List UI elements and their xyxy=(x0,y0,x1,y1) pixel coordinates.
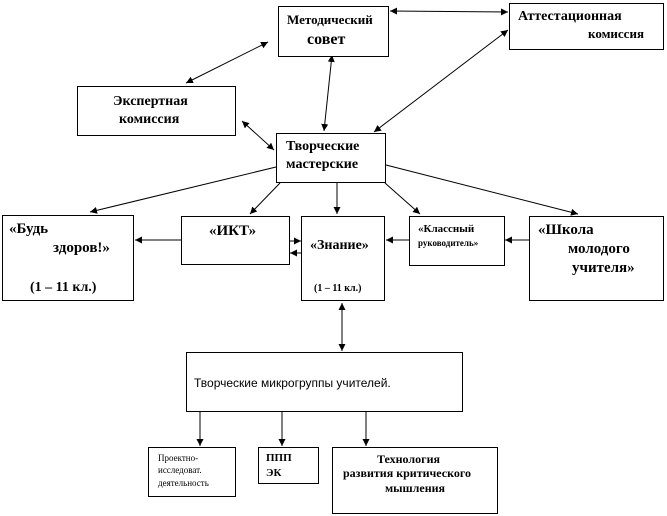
link-masterskie-klassny xyxy=(384,182,421,215)
link-masterskie-bud-zdorov xyxy=(89,166,277,214)
link-sovet-ekspertnaya xyxy=(185,41,269,84)
node-metodicheskiy-sovet xyxy=(278,6,389,57)
node-tekhnologiya-line3: мышления xyxy=(385,481,446,495)
node-tekhnologiya-line1: Технология xyxy=(377,452,440,466)
node-ppp-line2: ЭК xyxy=(266,467,282,479)
node-tvorcheskie-masterskie xyxy=(276,133,386,183)
node-attestatsionnaya-komissiya xyxy=(509,3,664,50)
node-znanie-label: «Знание» xyxy=(310,238,369,253)
node-tekhnologiya-rkm xyxy=(332,447,498,514)
node-metodicheskiy-sovet-line1: Методический xyxy=(287,12,373,27)
link-masterskie-shkola xyxy=(385,164,579,216)
node-znanie-grades: (1 – 11 кл.) xyxy=(314,283,362,294)
node-znanie xyxy=(301,216,385,301)
node-klassny-rukovoditel xyxy=(409,216,505,266)
node-bud-zdorov xyxy=(2,215,134,301)
node-shkola-molodogo-uchitelya xyxy=(529,216,664,301)
node-klassny-line1: «Классный xyxy=(418,223,475,235)
node-proektno-line2: исследоват. xyxy=(158,465,202,475)
node-ikt-label: «ИКТ» xyxy=(209,223,257,239)
node-masterskie-line2: мастерские xyxy=(286,157,359,172)
node-attestatsionnaya-line2: комиссия xyxy=(588,26,644,41)
node-proektno-line3: деятельность xyxy=(158,478,209,488)
node-ppp-ek xyxy=(258,447,319,484)
link-sovet-attestatsiya xyxy=(389,7,509,16)
link-ekspertnaya-masterskie xyxy=(241,120,275,151)
node-metodicheskiy-sovet-line2: совет xyxy=(307,31,346,48)
node-mikrogruppy-label: Творческие микрогруппы учителей. xyxy=(194,376,391,390)
node-shkola-line3: учителя» xyxy=(572,260,635,276)
node-shkola-line1: «Школа xyxy=(538,222,594,238)
node-tvorcheskie-mikrogruppy xyxy=(186,352,463,412)
node-shkola-line2: молодого xyxy=(568,241,630,257)
node-bud-zdorov-line1: «Будь xyxy=(9,221,49,237)
node-bud-zdorov-line2: здоров!» xyxy=(53,240,110,256)
node-ppp-line1: ППП xyxy=(266,452,292,464)
node-ekspertnaya-line1: Экспертная xyxy=(113,94,188,109)
link-sovet-masterskie xyxy=(321,54,335,132)
link-masterskie-ikt xyxy=(249,182,281,215)
node-klassny-line2: руководитель» xyxy=(418,238,479,248)
node-ekspertnaya-komissiya xyxy=(77,86,236,136)
node-proektno-line1: Проектно- xyxy=(158,453,199,463)
node-tekhnologiya-line2: развития критического xyxy=(343,466,471,480)
link-attestatsiya-masterskie xyxy=(373,29,509,133)
node-bud-zdorov-grades: (1 – 11 кл.) xyxy=(30,280,97,295)
node-attestatsionnaya-line1: Аттестационная xyxy=(518,9,622,24)
node-ekspertnaya-line2: комиссия xyxy=(119,112,180,127)
node-masterskie-line1: Творческие xyxy=(286,139,360,154)
node-ikt xyxy=(181,216,290,265)
node-proektno-issledovat xyxy=(148,447,236,497)
